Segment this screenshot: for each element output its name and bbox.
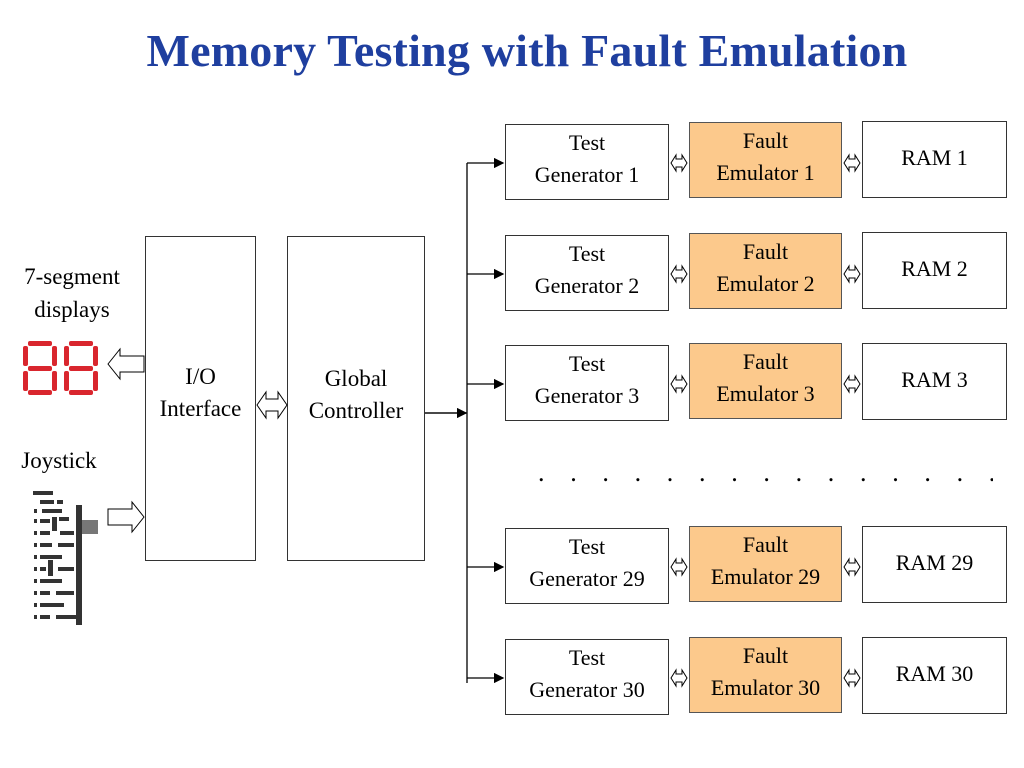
fault-emulator-line-2: Emulator 2 (716, 271, 815, 296)
test-generator-line-2: Generator 2 (534, 273, 640, 298)
io-interface-line-1: I/O (185, 364, 216, 389)
test-generator-line-1: Test (568, 130, 606, 155)
fe-ram-bidirectional-arrow (843, 374, 861, 394)
ram-label: RAM 3 (901, 367, 968, 392)
fault-emulator-line-1: Fault (742, 128, 789, 153)
ram-block: RAM 30 (862, 637, 1007, 714)
page-title: Memory Testing with Fault Emulation (146, 25, 908, 76)
tg-fe-bidirectional-arrow (670, 668, 688, 688)
ram-block: RAM 29 (862, 526, 1007, 603)
fe-ram-bidirectional-arrow (843, 153, 861, 173)
joystick-label: Joystick (21, 448, 97, 473)
display-output-arrow (107, 347, 145, 381)
fault-emulator-line-1: Fault (742, 532, 789, 557)
global-controller-line-1: Global (324, 366, 388, 391)
tg-fe-bidirectional-arrow (670, 374, 688, 394)
io-interface-block: I/O Interface (145, 236, 256, 561)
tg-fe-bidirectional-arrow (670, 153, 688, 173)
io-interface-line-2: Interface (159, 396, 242, 421)
ram-block: RAM 1 (862, 121, 1007, 198)
test-generator-line-2: Generator 1 (534, 162, 640, 187)
global-controller-block: Global Controller (287, 236, 425, 561)
ram-label: RAM 1 (901, 145, 968, 170)
test-generator-line-1: Test (568, 534, 606, 559)
fault-emulator-line-1: Fault (742, 239, 789, 264)
joystick-input-arrow (107, 500, 145, 534)
fault-emulator-line-2: Emulator 29 (710, 564, 821, 589)
io-controller-bidirectional-arrow (256, 390, 288, 420)
fault-emulator-line-1: Fault (742, 643, 789, 668)
ram-label: RAM 29 (895, 550, 974, 575)
fault-emulator-line-2: Emulator 1 (716, 160, 815, 185)
test-generator-line-1: Test (568, 351, 606, 376)
seven-segment-label: 7-segment displays (6, 260, 138, 326)
seven-segment-display-icon (23, 341, 98, 395)
ellipsis-separator: . . . . . . . . . . . . . . . . . . . . … (538, 458, 993, 487)
fault-emulator-line-2: Emulator 3 (716, 381, 815, 406)
test-generator-line-1: Test (568, 241, 606, 266)
test-generator-line-2: Generator 3 (534, 383, 640, 408)
fault-emulator-line-2: Emulator 30 (710, 675, 821, 700)
ram-block: RAM 3 (862, 343, 1007, 420)
ram-label: RAM 30 (895, 661, 974, 686)
global-controller-line-2: Controller (308, 398, 404, 423)
fe-ram-bidirectional-arrow (843, 264, 861, 284)
ram-label: RAM 2 (901, 256, 968, 281)
tg-fe-bidirectional-arrow (670, 557, 688, 577)
ram-block: RAM 2 (862, 232, 1007, 309)
fe-ram-bidirectional-arrow (843, 557, 861, 577)
seven-segment-label-line-2: displays (34, 297, 110, 322)
joystick-icon (33, 491, 98, 625)
fe-ram-bidirectional-arrow (843, 668, 861, 688)
seven-segment-label-line-1: 7-segment (24, 264, 120, 289)
tg-fe-bidirectional-arrow (670, 264, 688, 284)
test-generator-line-1: Test (568, 645, 606, 670)
test-generator-line-2: Generator 30 (529, 677, 645, 702)
fault-emulator-line-1: Fault (742, 349, 789, 374)
test-generator-line-2: Generator 29 (529, 566, 645, 591)
